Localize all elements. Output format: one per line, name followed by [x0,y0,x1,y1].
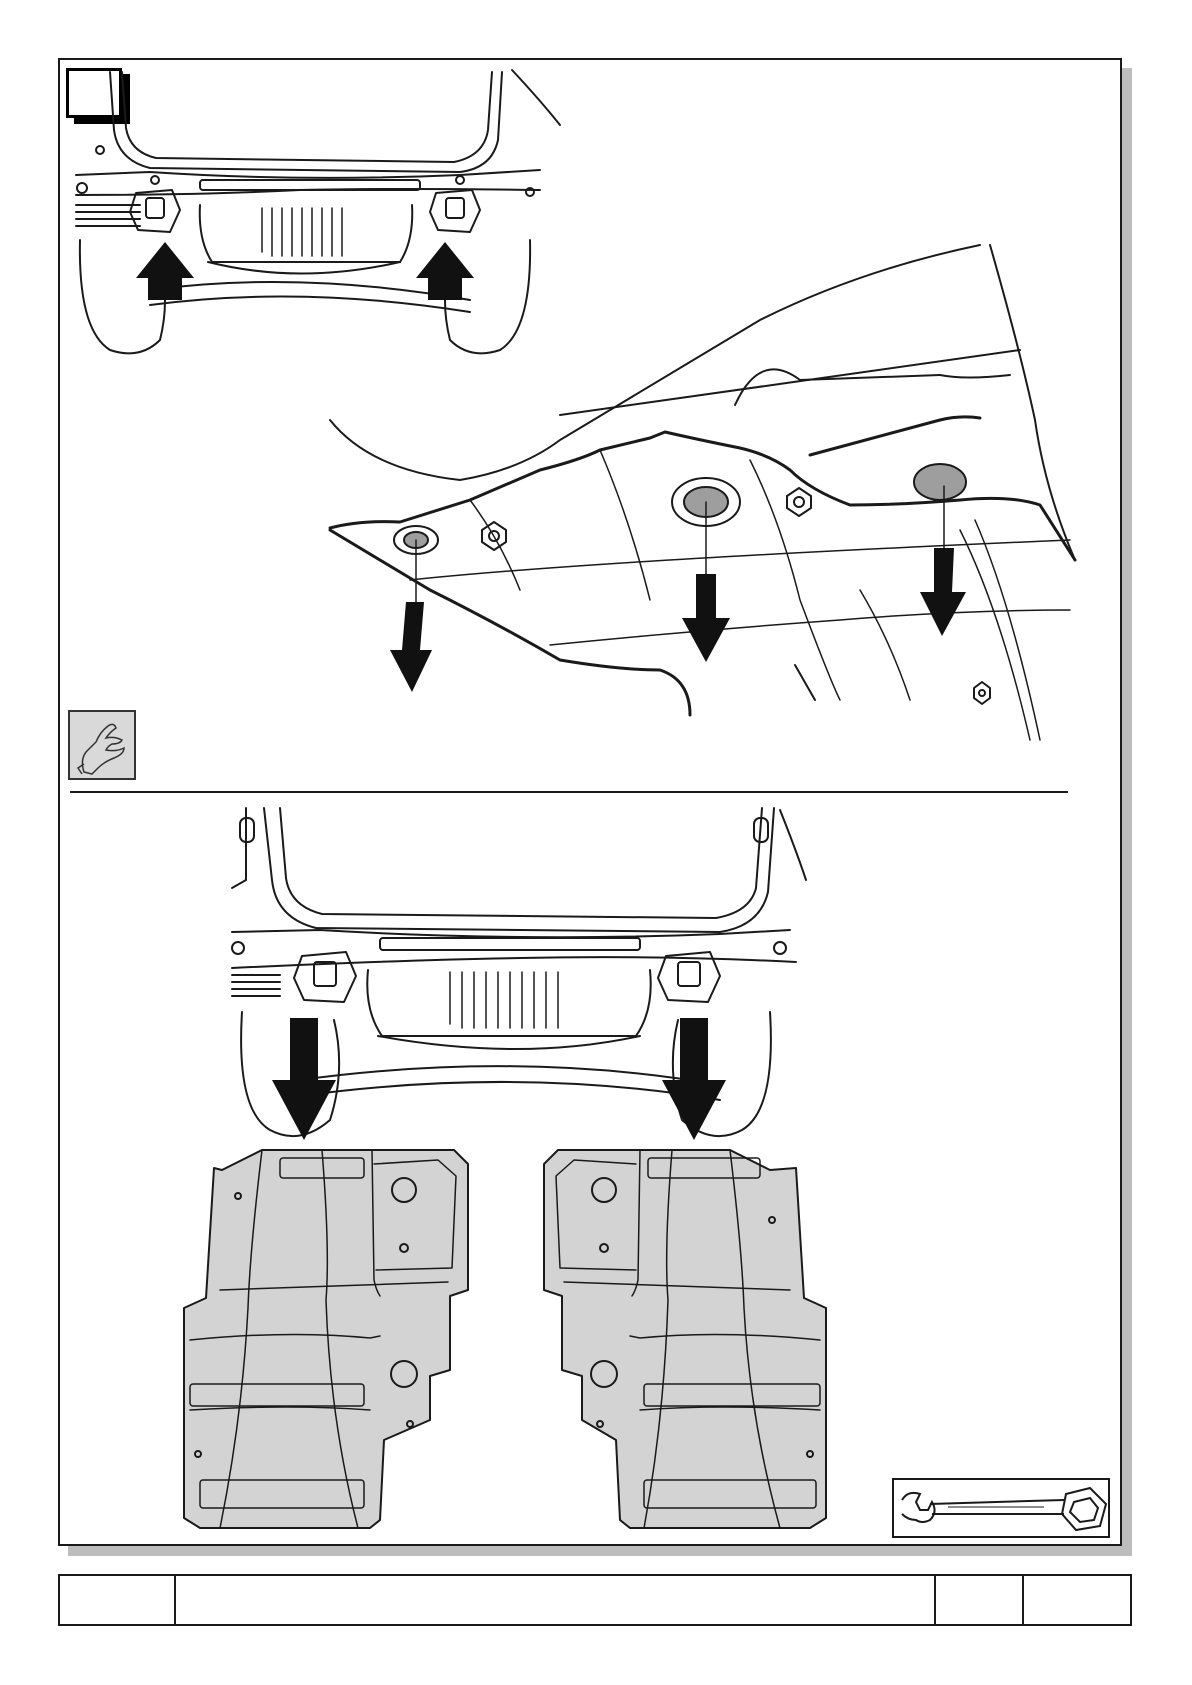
title-block [58,1574,1132,1626]
wrench-icon [892,1478,1110,1538]
down-arrow-plug2-icon [682,574,730,662]
up-arrow-left-icon [136,242,194,300]
hand-remove-icon [68,710,136,780]
up-arrow-right-icon [416,242,474,300]
shield-right-icon [544,1150,826,1528]
title-block-cell [936,1576,1024,1624]
down-arrow-plug1-icon [390,602,432,692]
down-arrow-plug3-icon [920,548,966,636]
shield-left-icon [184,1150,468,1528]
detail-underbody-icon [330,245,1075,740]
title-block-cell [60,1576,176,1624]
down-arrow-right-icon [662,1018,726,1140]
bolt-icon [482,488,990,704]
title-block-cell [1024,1576,1130,1624]
plug-icon [394,464,966,554]
top-car-rear-icon [76,70,560,353]
section-divider [70,791,1068,793]
title-block-cell [176,1576,936,1624]
